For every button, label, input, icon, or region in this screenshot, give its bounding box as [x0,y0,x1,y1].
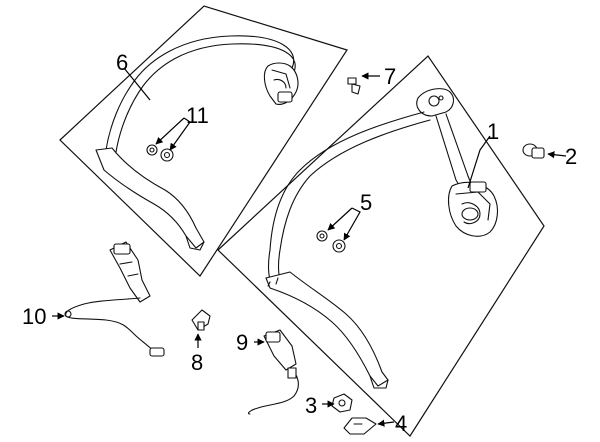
part-7-bolt [347,77,361,95]
front-belt-lower-anchor [265,271,389,387]
panel-front-belt-assembly [217,55,545,437]
callout-9: 9 [236,330,248,355]
front-belt-vertical-webbing [435,113,473,191]
washer-5a [316,230,328,242]
leader-5b [343,207,361,241]
part-10-buckle [64,241,165,357]
callout-11: 11 [186,103,209,128]
leader-6 [123,67,151,101]
part-11-washers [146,144,174,162]
callout-5: 5 [360,190,372,215]
leader-11a [155,117,185,145]
leader-11b [169,117,191,151]
leader-1 [467,135,491,189]
rear-belt-strap-end [185,235,205,251]
leader-4 [377,419,395,427]
panel-outline-front [217,55,545,437]
washer-5b [332,239,346,253]
part-9-wire [247,367,299,415]
rear-retractor [263,62,299,105]
part-4-clip [343,417,377,435]
washer-11b [160,148,174,162]
callout-4: 4 [395,411,407,436]
front-d-ring-guide [416,88,455,117]
callout-2: 2 [565,144,577,169]
callout-3: 3 [305,393,317,418]
callout-1: 1 [487,119,499,144]
callout-10: 10 [22,304,46,329]
leader-5a [327,207,353,231]
callout-6: 6 [116,50,128,75]
front-retractor [447,181,499,237]
rear-belt-webbing [105,35,296,153]
washer-11a [146,144,158,156]
part-8-bolt [191,309,211,331]
panel-rear-belt-assembly [59,5,348,277]
part-3-nut [331,393,353,413]
rear-belt-lower-anchor [95,147,205,249]
part-2-bolt [522,143,545,159]
front-belt-diagonal-webbing [267,111,431,281]
panel-outline-rear [59,5,348,277]
front-anchor-end [369,375,389,389]
part-9-buckle [247,329,299,415]
callout-7: 7 [384,64,396,89]
part-10-wire [65,297,157,355]
part-5-washers [316,230,346,253]
callout-8: 8 [191,350,203,375]
leader-2 [547,151,567,159]
